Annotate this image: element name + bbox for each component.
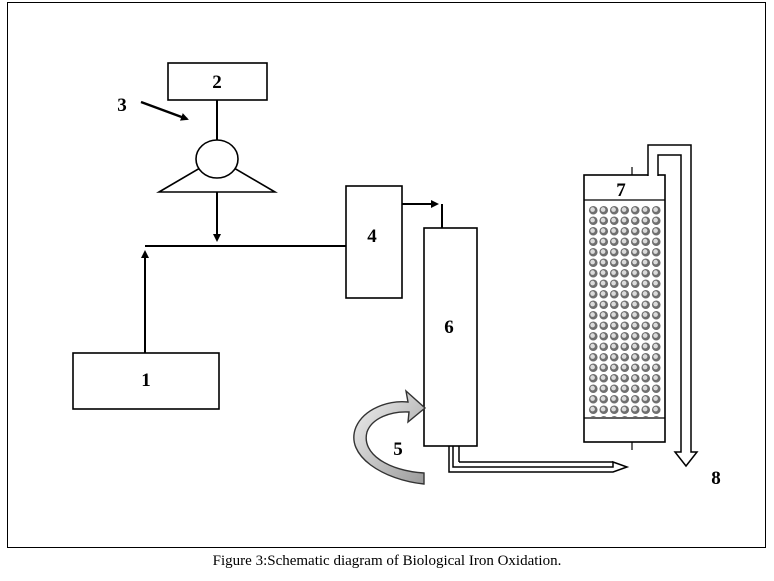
label-3: 3 [117, 95, 127, 116]
pump-head [195, 139, 239, 179]
figure-caption: Figure 3:Schematic diagram of Biological… [212, 553, 562, 569]
label-5: 5 [393, 439, 403, 460]
label-8: 8 [711, 468, 721, 489]
label-2: 2 [212, 72, 222, 93]
label-1: 1 [141, 370, 151, 391]
box-1 [72, 352, 220, 410]
column-7-packing [588, 205, 662, 417]
pump-3 [156, 139, 278, 193]
outlet-pipe-7 [647, 144, 699, 468]
pointer-arrow-3 [140, 100, 189, 121]
label-7: 7 [616, 180, 626, 201]
outlet-pipe-6 [448, 446, 630, 473]
figure-frame [7, 2, 766, 548]
column-6 [423, 227, 478, 447]
column-7 [583, 167, 666, 450]
curved-arrow-5 [353, 389, 427, 485]
label-4: 4 [367, 226, 377, 247]
label-6: 6 [444, 317, 454, 338]
box-4 [345, 185, 403, 299]
